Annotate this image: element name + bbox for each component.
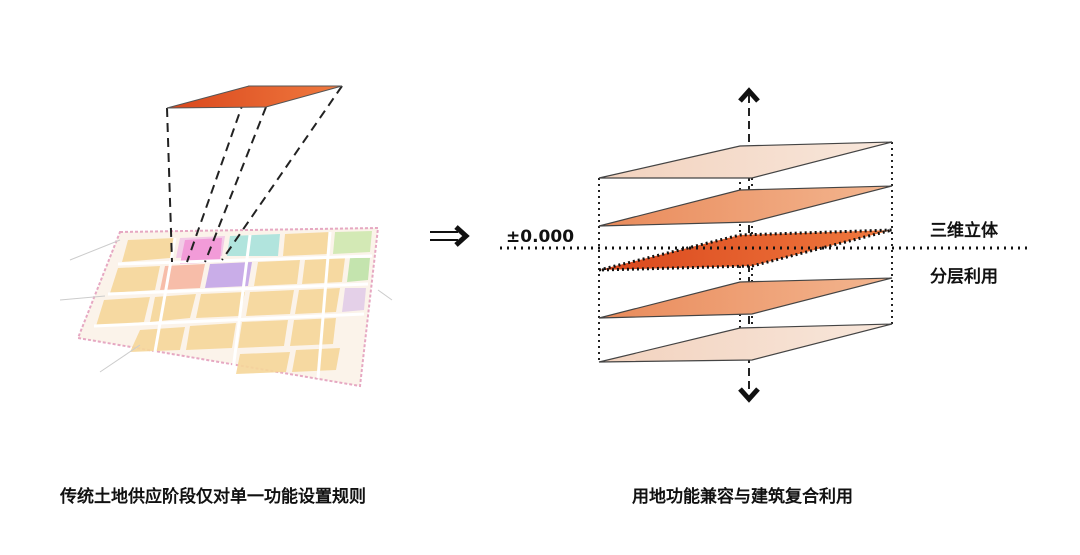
layer-ground <box>598 228 893 272</box>
side-label-top: 三维立体 <box>930 221 998 241</box>
layer-bottom <box>598 323 893 363</box>
side-label-bottom: 分层利用 <box>930 267 998 287</box>
left-caption: 传统土地供应阶段仅对单一功能设置规则 <box>60 487 366 507</box>
single-function-plane <box>166 85 343 109</box>
layer-upper <box>598 185 893 227</box>
layer-top <box>598 141 893 179</box>
transition-arrow <box>430 225 470 247</box>
map-roads <box>93 231 373 381</box>
arrow-down-icon <box>738 387 760 403</box>
arrow-up-icon <box>738 87 760 103</box>
projection-lines <box>166 85 343 263</box>
layer-lower <box>598 277 893 319</box>
city-map <box>59 226 393 388</box>
target-parcel <box>180 238 222 264</box>
datum-label: ±0.000 <box>506 227 575 247</box>
map-context-lines <box>59 239 393 373</box>
right-caption: 用地功能兼容与建筑复合利用 <box>632 487 853 507</box>
